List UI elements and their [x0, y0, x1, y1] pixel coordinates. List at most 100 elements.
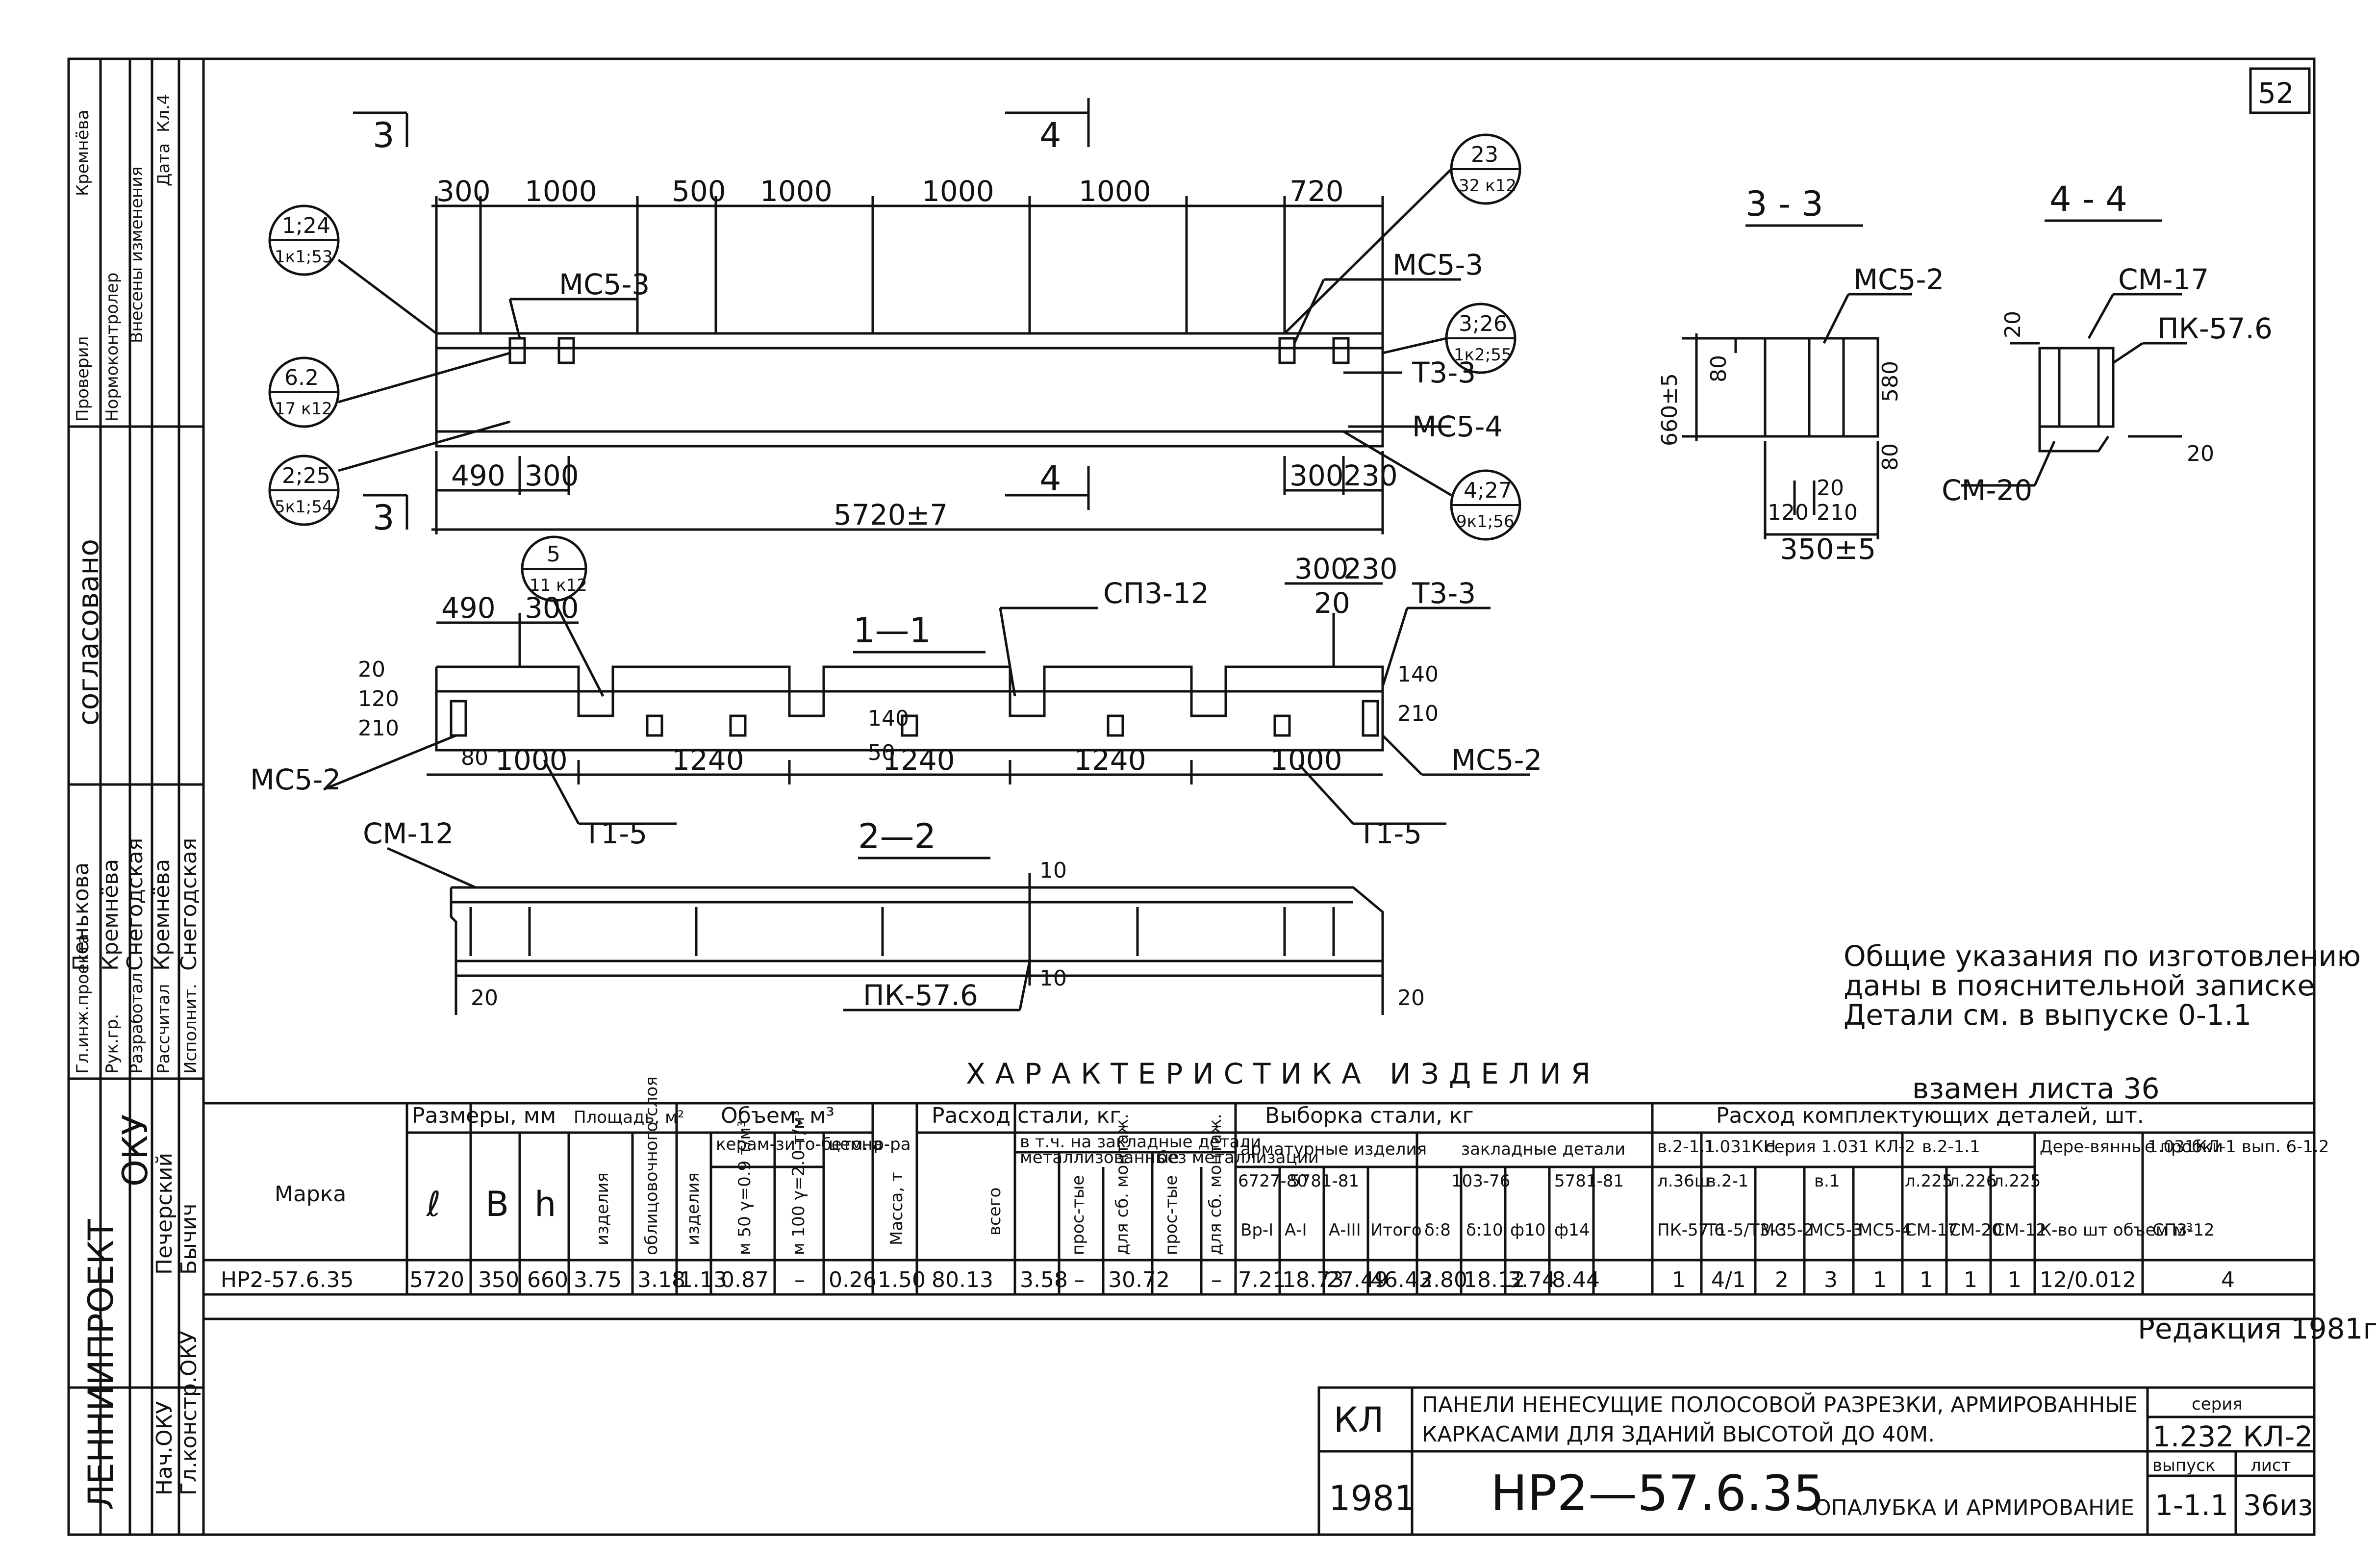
th-zakl: закладные детали — [1461, 1139, 1625, 1159]
side-top-4: Дата — [154, 143, 174, 186]
cell-h: 660 — [527, 1267, 568, 1292]
tb-desc1: ПАНЕЛИ НЕНЕСУЩИЕ ПОЛОСОВОЙ РАЗРЕЗКИ, АРМ… — [1422, 1391, 2138, 1417]
svg-text:2;25: 2;25 — [282, 463, 330, 488]
svg-text:5: 5 — [547, 542, 560, 567]
page-number: 52 — [2258, 76, 2294, 110]
th-g4: 5781-81 — [1554, 1171, 1624, 1191]
tb-list-label: лист — [2250, 1456, 2291, 1475]
cell-vsego: 80.13 — [932, 1267, 993, 1292]
top-dim-2: 1000 — [525, 175, 597, 208]
th-cm12: СМ-12 — [1993, 1220, 2047, 1240]
cell-d8: 2.80 — [1419, 1267, 1467, 1292]
section-4-4: 4 - 4 СМ-17 ПК-57.6 СМ-20 20 20 — [1942, 179, 2273, 507]
callout-5: 3;26 1к2;55 — [1445, 303, 1517, 374]
side-role-1: Гл.инж.проекта — [73, 934, 93, 1074]
side-stamp: ЛЕННИИПРОЕКТ ОКУ Нач.ОКУ Гл.констр.ОКУ П… — [69, 94, 202, 1510]
tb-vyp: 1-1.1 — [2155, 1489, 2228, 1522]
callout-4: 23 32 к12 — [1450, 133, 1521, 205]
svg-text:5к1;54: 5к1;54 — [275, 497, 333, 517]
cell-sp: 4 — [2221, 1267, 2235, 1292]
th-cm17: СМ-17 — [1905, 1220, 1958, 1240]
th-prost2: прос-тые — [1162, 1175, 1181, 1255]
th-v1: в.1 — [1814, 1171, 1840, 1191]
s11-d1240c: 1240 — [1074, 743, 1146, 777]
callouts: 1;24 1к1;53 6.2 17 к12 2;25 5к1;54 23 32… — [268, 133, 1521, 602]
th-ms53: МС5-3 — [1809, 1220, 1863, 1240]
ms54-label: МС5-4 — [1412, 410, 1503, 443]
svg-text:11 к12: 11 к12 — [530, 576, 587, 595]
cut-4-top: 4 — [1039, 115, 1062, 155]
cut-3-bot: 3 — [373, 498, 395, 538]
side-top-3: Внесены изменения — [127, 166, 147, 343]
th-razm: Размеры, мм — [412, 1103, 556, 1128]
side-top-5: Кремнёва — [73, 110, 93, 196]
sec33-title: 3 - 3 — [1745, 184, 1823, 224]
th-ob-izd: изделия — [683, 1172, 703, 1245]
s11-d490: 490 — [441, 591, 496, 625]
s11-ms52b: МС5-2 — [1451, 743, 1542, 777]
side-role-5: Исполнит. — [181, 984, 201, 1074]
th-k1: м 50 γ=0.9 т/м³ — [735, 1120, 755, 1255]
t33-label: Т3-3 — [1412, 356, 1476, 389]
svg-text:32 к12: 32 к12 — [1459, 176, 1517, 196]
top-dim-1: 300 — [436, 175, 491, 208]
s11-d210b: 210 — [1397, 701, 1439, 726]
s33-h80b: 80 — [1878, 443, 1903, 471]
s11-d1000a: 1000 — [495, 743, 568, 777]
s22-cm12: СМ-12 — [363, 817, 454, 850]
elevation: 300 1000 500 1000 1000 1000 720 490 300 … — [337, 98, 1503, 538]
svg-text:3;26: 3;26 — [1459, 311, 1507, 336]
note-line-2: даны в пояснительной записке — [1844, 969, 2315, 1002]
bottom-name-1: Печерский — [152, 1153, 177, 1275]
cell-pl-obl: 3.18 — [637, 1267, 685, 1292]
callout-3: 2;25 5к1;54 — [268, 455, 340, 526]
cell-vr: 7.21 — [1238, 1267, 1286, 1292]
tb-list: 36из — [2243, 1489, 2313, 1522]
cell-massa: 1.50 — [878, 1267, 926, 1292]
th-ms52: МС5-2 — [1760, 1220, 1814, 1240]
th-a1: А-I — [1285, 1220, 1307, 1240]
cut-4-bot: 4 — [1039, 458, 1062, 499]
th-a3: А-III — [1329, 1220, 1361, 1240]
side-top-2: Нормоконтролер — [102, 273, 122, 422]
th-seria: серия 1.031 КЛ-2 — [1765, 1137, 1915, 1157]
table-ref-note: взамен листа 36 — [1912, 1072, 2160, 1105]
th-plosh: Площадь, м² — [574, 1108, 684, 1127]
s33-h580: 580 — [1878, 361, 1903, 402]
s11-d210: 210 — [358, 716, 399, 741]
cell-ob-k2: – — [794, 1267, 805, 1292]
elev-dim-230: 230 — [1343, 459, 1398, 492]
s11-d300b: 300 — [1294, 552, 1349, 585]
top-dim-5: 1000 — [922, 175, 994, 208]
th-keram: керам-зито-бетона — [716, 1135, 883, 1154]
s22-d10b: 10 — [1039, 966, 1067, 991]
side-name-4: Кремнёва — [150, 859, 175, 971]
svg-text:9к1;56: 9к1;56 — [1456, 512, 1515, 531]
th-d8: δ:8 — [1424, 1220, 1451, 1240]
cell-ob-cem: 0.26 — [829, 1267, 877, 1292]
s11-d140: 140 — [1397, 662, 1439, 687]
s33-ms52: МС5-2 — [1853, 263, 1944, 296]
cell-b-dlya: – — [1211, 1267, 1222, 1292]
th-dlya2: для сб. монтаж. — [1206, 1113, 1225, 1255]
side-role-3: Разработал — [127, 973, 147, 1074]
s44-d20b: 20 — [2187, 441, 2214, 466]
cell-d10: 18.12 — [1464, 1267, 1525, 1292]
s11-t15a: Т1-5 — [583, 817, 647, 850]
cell-cm17: 1 — [1920, 1267, 1933, 1292]
cell-m-dlya: – — [1074, 1267, 1085, 1292]
sec22-title: 2—2 — [858, 816, 936, 857]
s11-d20: 20 — [1314, 586, 1350, 620]
th-v214: в.2-1.1 — [1922, 1137, 1980, 1157]
s11-t15b: Т1-5 — [1358, 817, 1422, 850]
s44-cm17: СМ-17 — [2118, 263, 2209, 296]
cell-ms52: 2 — [1775, 1267, 1789, 1292]
s11-d120: 120 — [358, 686, 399, 711]
th-vyb: Выборка стали, кг — [1265, 1103, 1474, 1128]
bottom-role-2: Гл.констр.ОКУ — [177, 1331, 202, 1495]
s33-w350: 350±5 — [1780, 532, 1876, 566]
th-arm: арматурные изделия — [1240, 1139, 1427, 1159]
th-v36: л.36ш — [1657, 1171, 1710, 1191]
th-massa: Масса, т — [887, 1172, 907, 1245]
th-ms54: МС5-4 — [1858, 1220, 1912, 1240]
